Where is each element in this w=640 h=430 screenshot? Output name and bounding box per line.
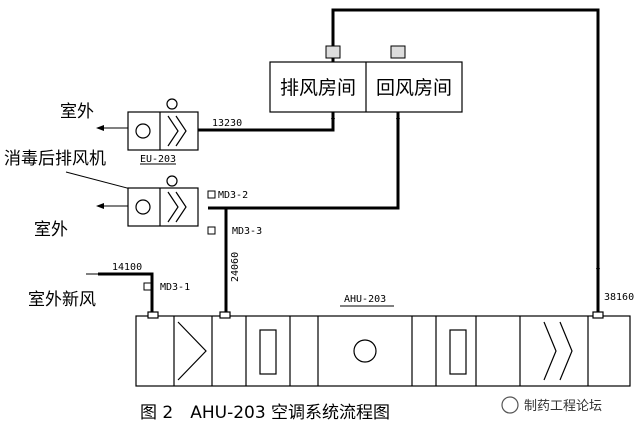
filter-icon [543, 321, 557, 381]
outdoor-fresh-label: 室外新风 [28, 290, 96, 310]
disinfect-exhaust-label: 消毒后排风机 [4, 149, 106, 169]
diffuser-icon [325, 45, 341, 59]
arrow-down-icon [331, 118, 335, 124]
duct-label-38160: 38160 [604, 292, 634, 303]
eu-tag: EU-203 [140, 154, 176, 165]
damper-md3-1-label: MD3-1 [160, 282, 190, 293]
arrow-left-icon [96, 125, 104, 131]
ahu-tag: AHU-203 [344, 294, 386, 305]
motor-icon [166, 98, 178, 110]
figure-caption: 图 2 AHU-203 空调系统流程图 [140, 403, 390, 423]
duct-label-14100: 14100 [112, 262, 142, 273]
watermark-logo-icon [501, 396, 519, 414]
damper-md3-2-label: MD3-2 [218, 190, 248, 201]
fan-icon [135, 123, 151, 139]
motor-icon [166, 175, 178, 187]
outdoor-mid-label: 室外 [34, 220, 68, 240]
return-room-label: 回风房间 [376, 77, 452, 99]
arrow-down-icon [396, 118, 400, 124]
diffuser-icon [390, 45, 406, 59]
exhaust-room-label: 排风房间 [280, 77, 356, 99]
fan-icon [135, 199, 151, 215]
eu-203-unit [127, 98, 199, 151]
outdoor-top-label: 室外 [60, 102, 94, 122]
supply-fan-icon [353, 339, 377, 363]
duct-label-24060: 24060 [230, 252, 241, 282]
damper-icon [207, 190, 216, 199]
rooms: 排风房间 回风房间 [269, 45, 463, 113]
damper-icon [207, 226, 216, 235]
disinfect-exhaust-fan [127, 175, 199, 227]
watermark-text: 制药工程论坛 [524, 399, 602, 414]
duct-label-13230: 13230 [212, 118, 242, 129]
filter-icon [177, 321, 207, 381]
damper-icon [143, 282, 152, 291]
damper-md3-3-label: MD3-3 [232, 226, 262, 237]
fresh-air-duct [98, 272, 154, 316]
filter-icon [559, 321, 573, 381]
ahu-203-unit [135, 311, 631, 387]
return-duct [208, 102, 400, 210]
return-duct-top [331, 8, 600, 316]
coil-icon [259, 329, 277, 375]
coil-icon [449, 329, 467, 375]
arrow-left-icon [96, 203, 104, 209]
arrow-down-icon [596, 268, 600, 274]
